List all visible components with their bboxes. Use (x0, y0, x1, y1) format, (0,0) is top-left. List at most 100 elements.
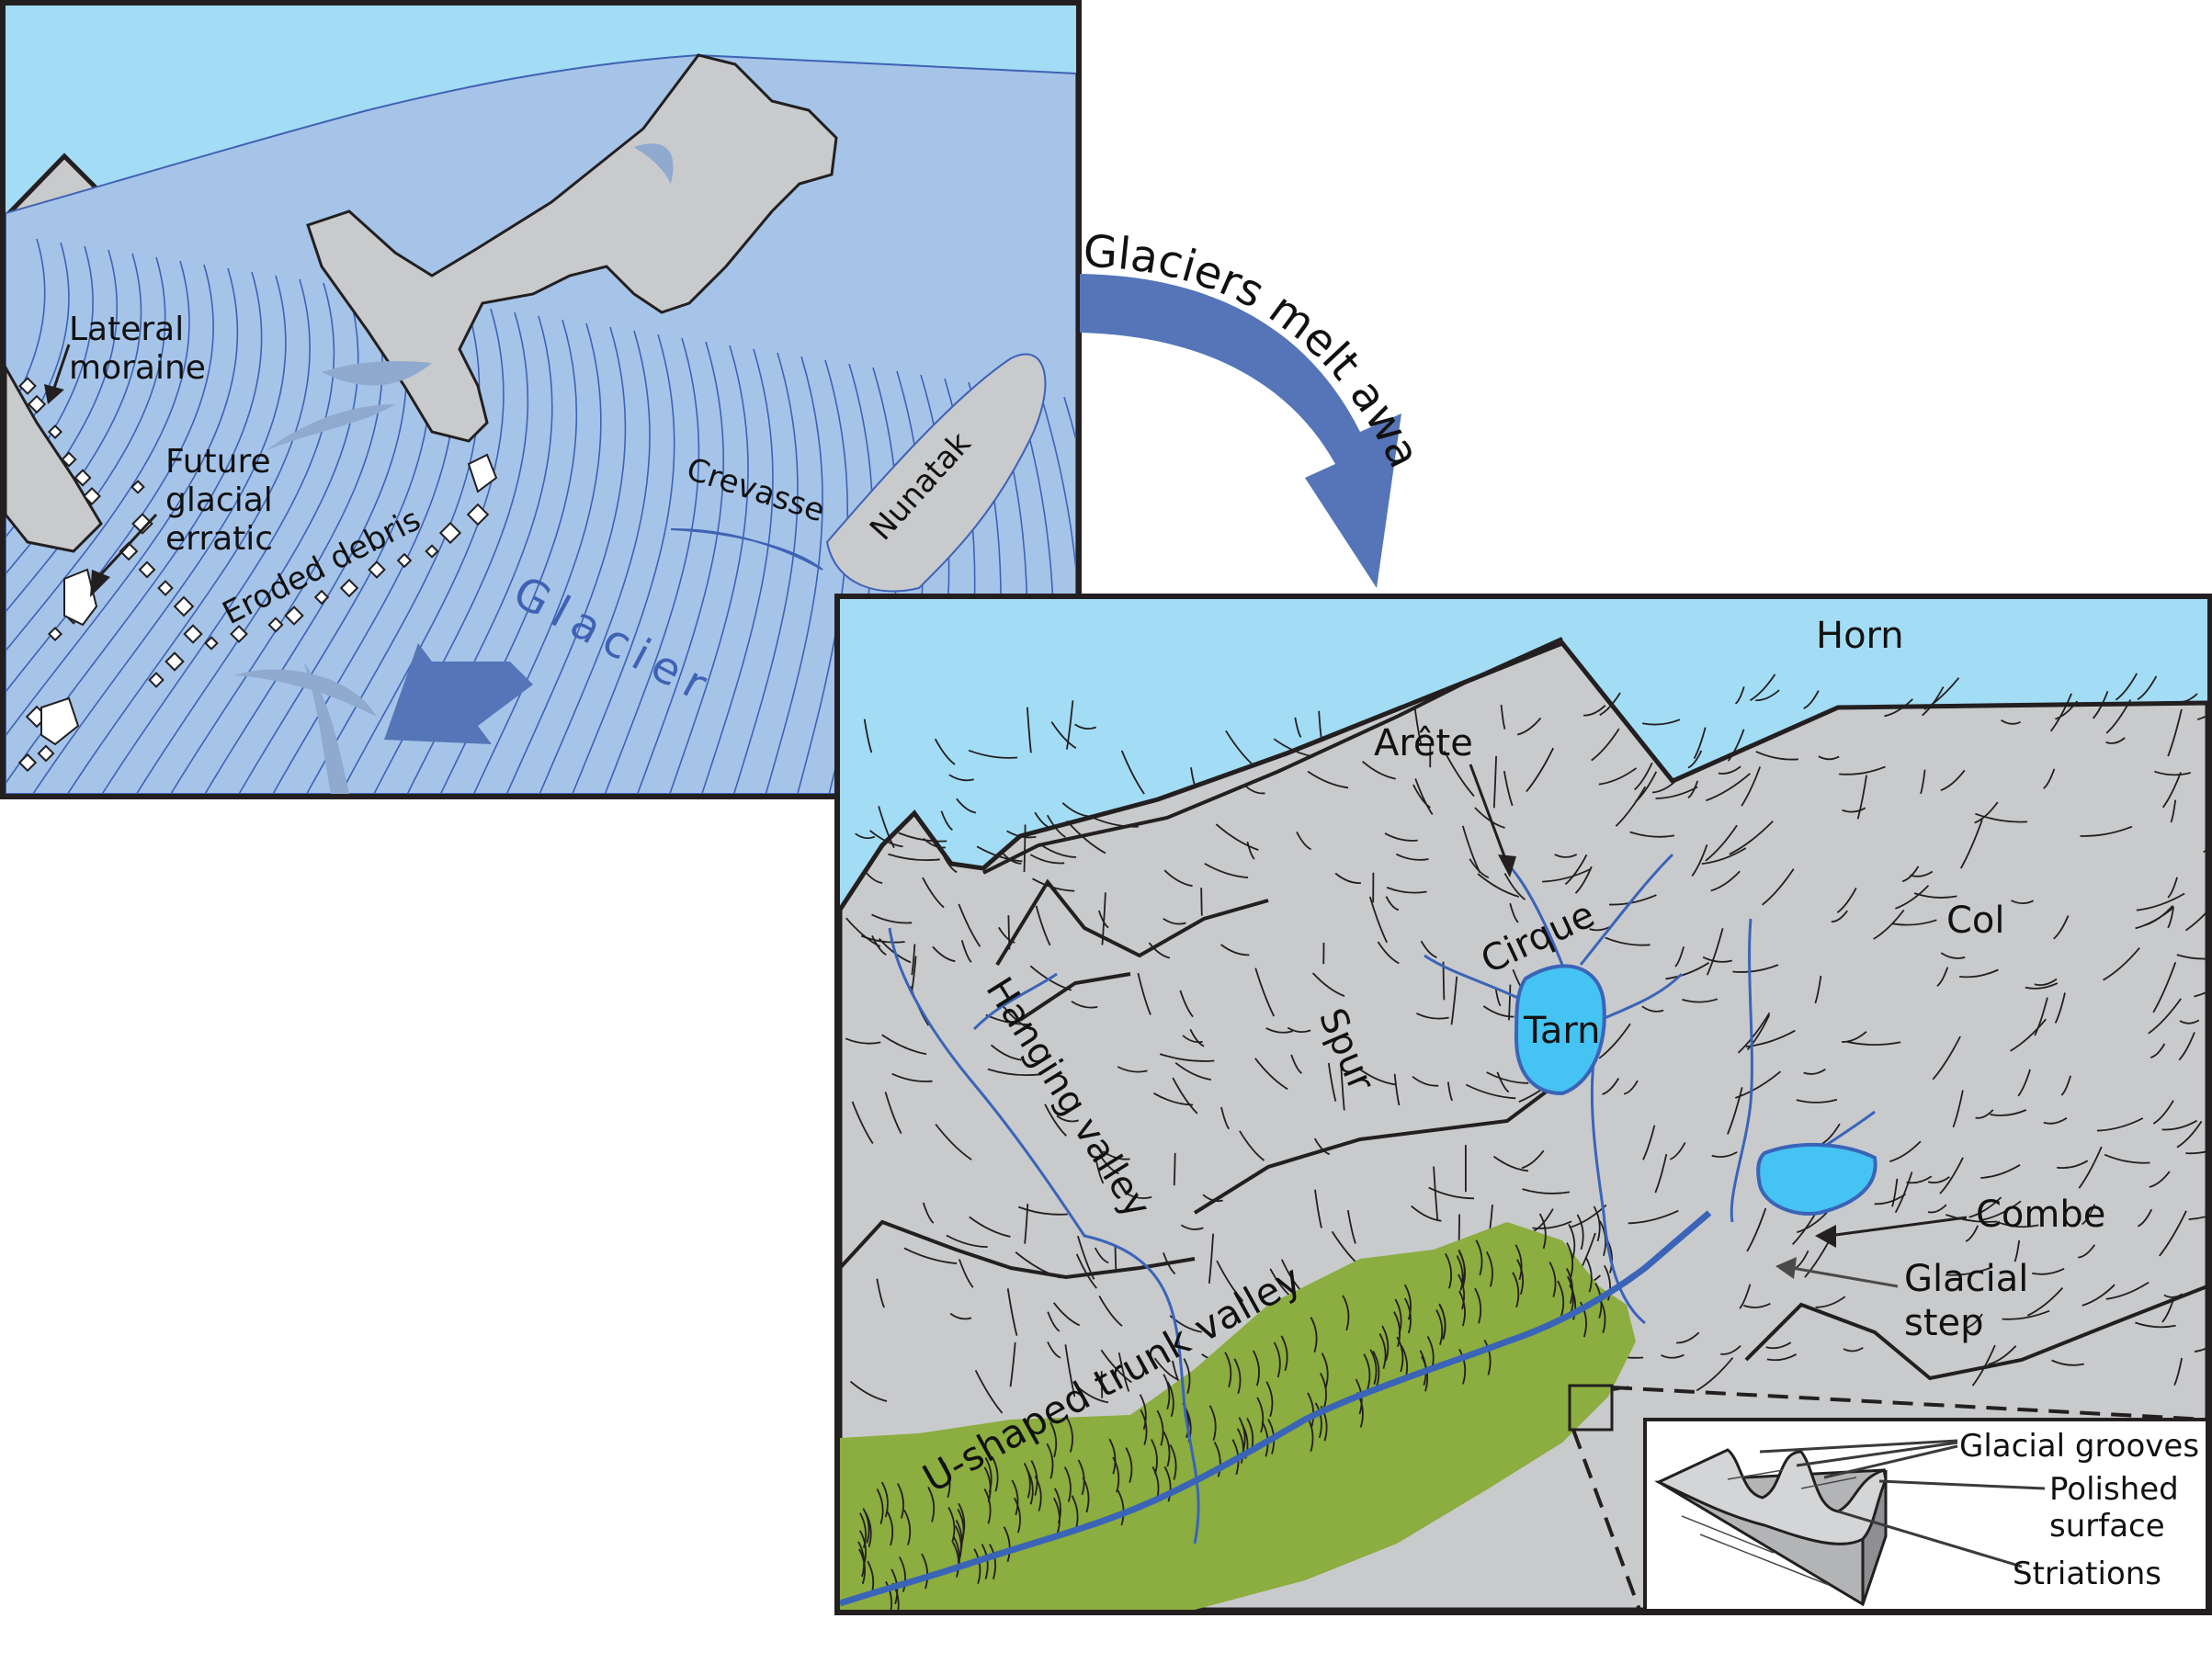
glacier-flow-arrow (384, 643, 533, 744)
hachure-stroke (878, 806, 895, 849)
hachure-stroke (1095, 1157, 1105, 1184)
hachure-stroke (1238, 1417, 1246, 1453)
hachure-stroke (1891, 1178, 1899, 1207)
hachure-stroke (1011, 1479, 1019, 1516)
hachure-stroke (922, 877, 945, 909)
hachure-stroke (1094, 1247, 1109, 1264)
hachure-stroke (1044, 1103, 1067, 1137)
hachure-stroke (2103, 947, 2140, 981)
erratic-boulder (40, 696, 80, 746)
hachure-stroke (2149, 1171, 2171, 1188)
crevasse-shape (234, 669, 377, 717)
arrowhead-icon (44, 384, 64, 404)
hachure-stroke (1500, 705, 1506, 730)
hachure-stroke (1413, 706, 1423, 746)
hachure-stroke (1927, 1176, 1950, 1184)
hachure-stroke (932, 945, 956, 963)
hachure-stroke (1307, 1392, 1315, 1429)
hachure-stroke (983, 1488, 992, 1524)
hachure-stroke (1503, 873, 1526, 900)
hachure-stroke (1465, 1083, 1516, 1100)
hachure-stroke (1509, 902, 1519, 923)
hachure-stroke (2167, 908, 2174, 929)
debris-stone (37, 744, 55, 763)
hachure-stroke (935, 1123, 972, 1160)
hachure-stroke (1321, 1352, 1329, 1388)
hachure-stroke (2136, 892, 2185, 911)
hachure-stroke (1053, 1497, 1061, 1534)
arete-pointer (1469, 764, 1509, 865)
hachure-stroke (1475, 1239, 1483, 1275)
hachure-stroke (1580, 1301, 1587, 1338)
hachure-stroke (1046, 814, 1066, 838)
hachure-stroke (991, 1455, 999, 1492)
hachure-stroke (1593, 1205, 1601, 1242)
hachure-stroke (1532, 1220, 1572, 1229)
hachure-stroke (1189, 1028, 1205, 1047)
arrowhead-icon (1498, 854, 1516, 877)
hachure-stroke (2049, 693, 2072, 732)
hachure-stroke (1569, 1285, 1577, 1320)
flow-line (1039, 392, 1076, 794)
debris-stone (138, 560, 156, 579)
hachure-stroke (903, 1510, 912, 1545)
hachure-stroke (1369, 1349, 1378, 1386)
hachure-stroke (1920, 769, 1926, 795)
hachure-stroke (1290, 1054, 1302, 1074)
hachure-stroke (1294, 717, 1302, 738)
hachure-stroke (2176, 1120, 2203, 1149)
hachure-stroke (1629, 831, 1675, 838)
hachure-stroke (897, 1483, 904, 1519)
flow-line (472, 323, 602, 794)
flow-line (539, 330, 651, 794)
hachure-stroke (1705, 824, 1738, 862)
hachure-stroke (2054, 992, 2066, 1024)
hachure-stroke (1433, 1166, 1439, 1220)
hachure-stroke (1169, 1444, 1177, 1480)
hachure-stroke (1098, 1295, 1123, 1327)
hachure-stroke (1755, 689, 1780, 702)
hachure-stroke (1583, 705, 1606, 717)
hachure-stroke (1101, 892, 1106, 945)
hachure-stroke (1458, 1249, 1466, 1285)
flow-line (6, 264, 214, 694)
hachure-stroke (1334, 872, 1361, 885)
debris-stone (284, 605, 304, 626)
hachure-stroke (1516, 1259, 1525, 1295)
hachure-stroke (1889, 1140, 1922, 1162)
flow-line (604, 337, 700, 794)
hachure-stroke (1988, 1345, 2017, 1365)
flow-line (32, 275, 287, 794)
hachure-stroke (1693, 727, 1707, 760)
crevasse-shape (303, 662, 349, 794)
hachure-stroke (2010, 1018, 2047, 1052)
hachure-stroke (1461, 825, 1481, 874)
hachure-stroke (973, 1548, 981, 1584)
hachure-stroke (1265, 1381, 1274, 1417)
hachure-stroke (921, 1553, 929, 1590)
hachure-stroke (1765, 1341, 1792, 1350)
debris-stone (313, 589, 330, 605)
combe-pointer (1828, 1216, 1968, 1238)
hachure-stroke (1538, 1213, 1547, 1250)
hachure-stroke (2051, 1359, 2084, 1366)
hachure-stroke (1615, 786, 1647, 827)
hachure-stroke (2196, 714, 2207, 721)
flow-line (636, 341, 724, 794)
hachure-stroke (1049, 1421, 1058, 1458)
hachure-stroke (1839, 765, 1886, 775)
inset-leader-line (1571, 1429, 1641, 1610)
hachure-stroke (1071, 1001, 1098, 1009)
hachure-stroke (1254, 968, 1276, 1017)
valley-shoulder-ridge (1193, 1064, 1582, 1215)
hachure-stroke (1173, 1152, 1176, 1186)
hachure-stroke (1236, 1428, 1244, 1465)
flow-line (505, 326, 627, 794)
hachure-stroke (1750, 673, 1776, 702)
hachure-stroke (899, 1556, 906, 1592)
hachure-stroke (969, 1216, 1011, 1238)
polished-surface-label-1: Polished (2049, 1471, 2179, 1508)
hachure-stroke (2150, 1043, 2166, 1058)
hachure-stroke (1965, 1225, 1979, 1242)
hachure-stroke (1052, 1302, 1081, 1327)
